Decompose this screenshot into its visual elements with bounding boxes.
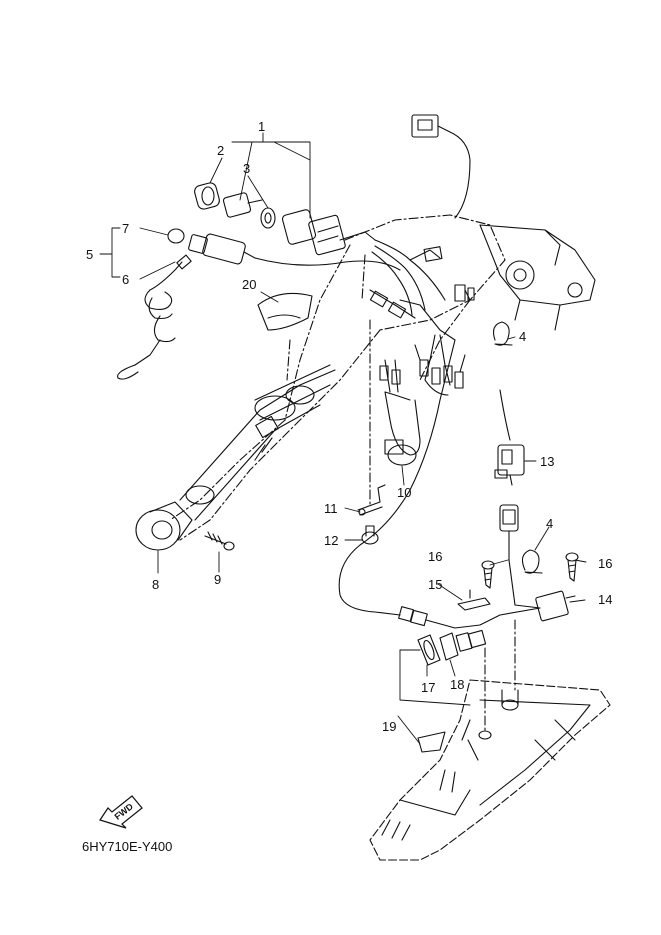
connector-13 [494,389,525,486]
connector-14 [499,504,576,622]
callout-11: 11 [324,501,338,516]
diagram-code: 6HY710E-Y400 [82,839,172,854]
grommet-17 [417,634,441,666]
callout-14: 14 [598,592,612,607]
callout-8: 8 [152,577,159,592]
screw-16-left [481,560,495,589]
buzzer [379,359,421,466]
wire-clip-lower [521,549,543,574]
callout-16-right: 16 [598,556,612,571]
callout-7: 7 [122,221,129,236]
wire-clip-upper [493,321,513,346]
callout-4: 4 [519,329,526,344]
long-harness [338,339,541,629]
main-switch-assembly [281,209,376,256]
grommet-18 [439,632,459,661]
callout-leaders [99,132,587,745]
assembly-leaders [286,254,516,731]
clamp-bolt [361,525,379,545]
callout-4-lower: 4 [546,516,553,531]
callout-6: 6 [122,272,129,287]
top-connector [411,114,471,219]
screw [204,531,235,551]
callout-numbers: 1 2 3 4 5 6 7 8 9 10 11 12 13 14 15 16 1… [86,119,612,734]
warning-lamp-harness [414,334,466,396]
callout-19: 19 [382,719,396,734]
fwd-arrow-icon: FWD [99,795,143,829]
friction-knob [135,501,193,551]
callout-1: 1 [258,119,265,134]
engine-stop-switch [167,228,256,265]
callout-17: 17 [421,680,435,695]
clip-15 [457,589,491,611]
callout-12: 12 [324,533,338,548]
lanyard [117,254,192,380]
key [222,192,263,218]
main-switch-cap [194,182,220,210]
label-19 [417,731,446,753]
screw-16-right [565,552,579,582]
callout-13: 13 [540,454,554,469]
callout-5: 5 [86,247,93,262]
throttle-grip [257,292,313,331]
steering-bracket [479,224,596,331]
callout-10: 10 [397,485,411,500]
callout-9: 9 [214,572,221,587]
callout-20: 20 [242,277,256,292]
bottom-cover [369,679,611,861]
callout-18: 18 [450,677,464,692]
wire-harness [254,239,475,341]
tiller-arm [179,364,336,521]
callout-2: 2 [217,143,224,158]
o-ring [260,207,276,229]
callout-3: 3 [243,161,250,176]
callout-15: 15 [428,577,442,592]
wire-clamp [357,484,386,516]
tiller-handle-outline [169,214,506,541]
connector-pair [455,629,487,652]
callout-16-left: 16 [428,549,442,564]
